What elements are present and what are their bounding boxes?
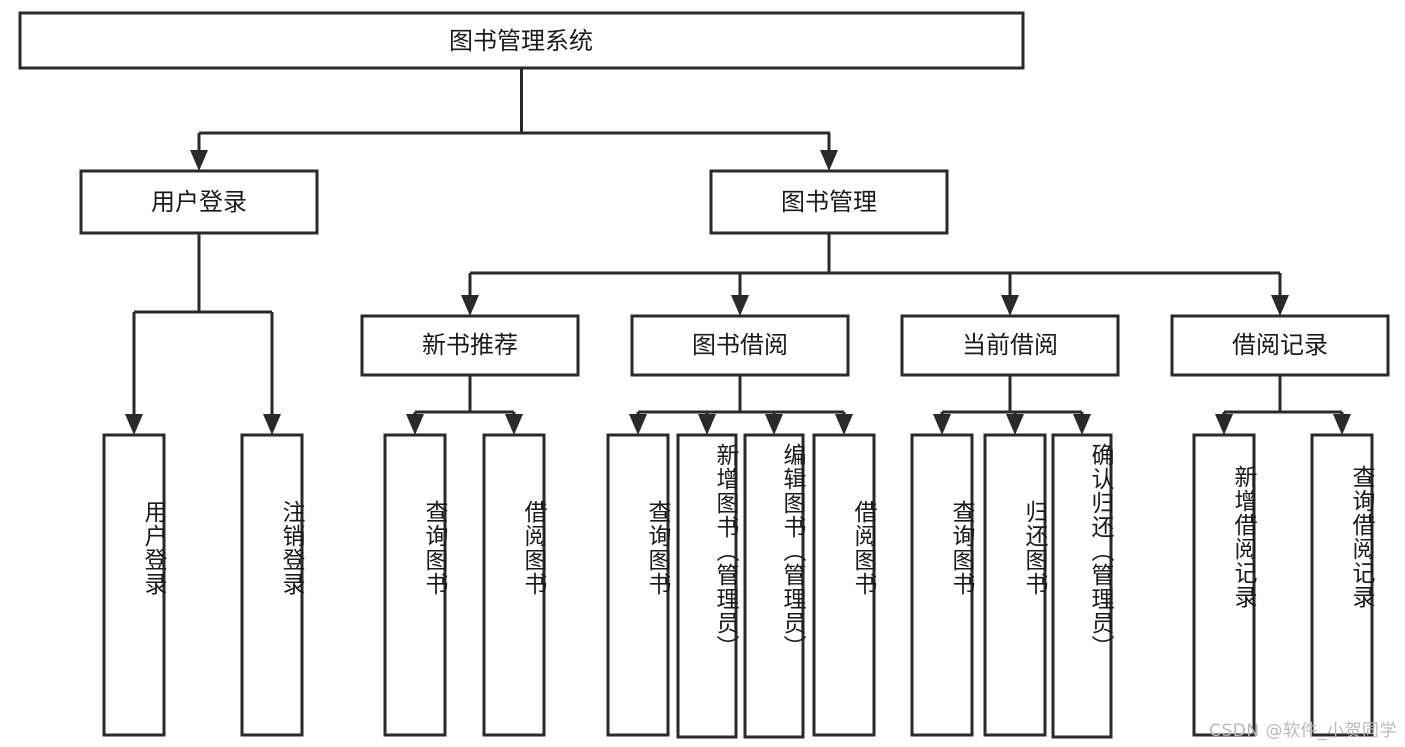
leaf-boxes <box>102 433 1374 739</box>
node-root[interactable]: 图书管理系统 <box>18 11 1025 70</box>
arrow-head-leaf-query-borrow-record <box>1333 414 1351 435</box>
node-book-manage-box[interactable] <box>709 169 949 235</box>
arrow-head-leaf-return-book <box>1006 414 1024 435</box>
node-book-manage[interactable]: 图书管理 <box>709 169 949 235</box>
arrow-head-leaf-borrow-book-1 <box>505 414 523 435</box>
arrow-head-leaf-confirm-return-admin <box>1073 414 1091 435</box>
arrow-head-book-borrow <box>731 295 749 316</box>
leaf-borrow-book-1-box[interactable] <box>482 433 546 737</box>
arrow-head-user-login <box>190 150 208 171</box>
leaf-confirm-return-admin-box[interactable] <box>1051 433 1113 739</box>
connectors <box>125 68 1351 435</box>
leaf-logout-box[interactable] <box>240 433 304 737</box>
node-current-borrow-label: 当前借阅 <box>962 331 1058 359</box>
arrow-head-borrow-record <box>1271 295 1289 316</box>
arrow-head-leaf-user-login <box>125 414 143 435</box>
arrow-head-current-borrow <box>1001 295 1019 316</box>
node-book-borrow[interactable]: 图书借阅 <box>630 314 850 377</box>
leaf-query-book-2-box[interactable] <box>606 433 670 737</box>
node-current-borrow-box[interactable] <box>900 314 1120 377</box>
leaf-query-book-3-box[interactable] <box>910 433 974 737</box>
node-book-borrow-box[interactable] <box>630 314 850 377</box>
leaf-add-borrow-record-box[interactable] <box>1192 433 1256 737</box>
leaf-query-borrow-record-box[interactable] <box>1310 433 1374 737</box>
leaf-query-book-1-box[interactable] <box>383 433 447 737</box>
arrow-head-leaf-edit-book-admin <box>765 414 783 435</box>
node-current-borrow[interactable]: 当前借阅 <box>900 314 1120 377</box>
leaf-return-book-box[interactable] <box>983 433 1047 737</box>
arrow-head-leaf-logout <box>263 414 281 435</box>
node-user-login-label: 用户登录 <box>151 188 247 216</box>
node-book-manage-label: 图书管理 <box>781 188 877 216</box>
node-root-label: 图书管理系统 <box>449 27 593 55</box>
arrow-head-leaf-add-borrow-record <box>1215 414 1233 435</box>
arrow-head-leaf-query-book-3 <box>933 414 951 435</box>
node-new-book-recommend[interactable]: 新书推荐 <box>360 314 580 377</box>
leaf-add-book-admin-box[interactable] <box>676 433 738 739</box>
node-borrow-record-label: 借阅记录 <box>1232 331 1328 359</box>
node-borrow-record[interactable]: 借阅记录 <box>1170 314 1390 377</box>
node-user-login[interactable]: 用户登录 <box>79 169 319 235</box>
leaf-edit-book-admin-box[interactable] <box>743 433 805 739</box>
node-root-box[interactable] <box>18 11 1025 70</box>
leaf-borrow-book-2-box[interactable] <box>812 433 876 737</box>
node-book-borrow-label: 图书借阅 <box>692 331 788 359</box>
node-new-book-recommend-box[interactable] <box>360 314 580 377</box>
arrow-head-leaf-add-book-admin <box>698 414 716 435</box>
leaf-user-login-box[interactable] <box>102 433 166 737</box>
csdn-watermark: CSDN @软件_小贺同学 <box>1209 721 1397 741</box>
node-user-login-box[interactable] <box>79 169 319 235</box>
arrow-head-leaf-query-book-2 <box>629 414 647 435</box>
arrow-head-book-manage <box>820 150 838 171</box>
arrow-head-leaf-query-book-1 <box>406 414 424 435</box>
arrow-head-leaf-borrow-book-2 <box>835 414 853 435</box>
arrow-head-new-book-recommend <box>461 295 479 316</box>
node-new-book-recommend-label: 新书推荐 <box>422 331 518 359</box>
node-borrow-record-box[interactable] <box>1170 314 1390 377</box>
